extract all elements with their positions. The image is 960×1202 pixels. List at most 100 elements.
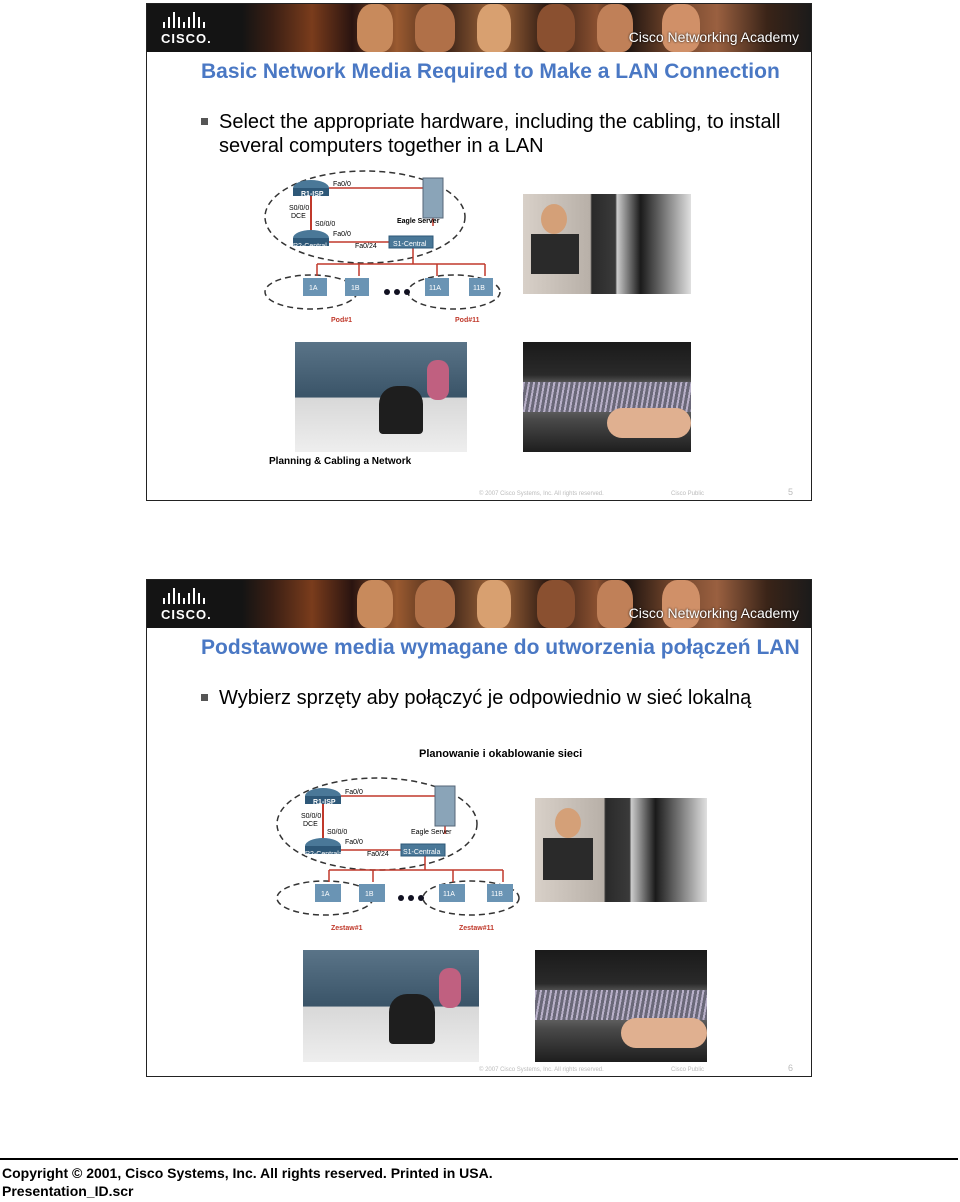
- photo-technician-rack: [523, 194, 691, 294]
- fa024-label: Fa0/24: [367, 851, 389, 858]
- page-footer-rule: [0, 1158, 958, 1160]
- banner-photo: [477, 4, 511, 52]
- fa00-label: Fa0/0: [333, 181, 351, 188]
- fa00-label: Fa0/0: [345, 789, 363, 796]
- server-label: Eagle Server: [397, 218, 440, 225]
- core-group-ellipse: [276, 777, 478, 871]
- photo-switch-patch-cables: [535, 950, 707, 1062]
- slide-title: Basic Network Media Required to Make a L…: [201, 60, 780, 83]
- photo-technician-rack: [535, 798, 707, 902]
- pod-right-label: Pod#11: [455, 317, 480, 324]
- bullet-item: Select the appropriate hardware, includi…: [201, 110, 801, 158]
- banner-photo: [597, 580, 633, 628]
- slide-title: Podstawowe media wymagane do utworzenia …: [201, 636, 800, 659]
- page-footer: Copyright © 2001, Cisco Systems, Inc. Al…: [2, 1164, 493, 1200]
- photo-office-cabling: [303, 950, 479, 1062]
- slide-banner: CISCO. Cisco Networking Academy: [147, 580, 811, 628]
- pc-icon: [425, 278, 449, 296]
- dce-label: DCE: [303, 821, 318, 828]
- pc-icon: [303, 278, 327, 296]
- banner-photo: [357, 4, 393, 52]
- photo-switch-patch-cables: [523, 342, 691, 452]
- page-copyright: Copyright © 2001, Cisco Systems, Inc. Al…: [2, 1165, 493, 1181]
- switch-icon: [400, 843, 446, 857]
- server-icon: [422, 177, 444, 219]
- s000-label: S0/0/0: [327, 829, 347, 836]
- bullet-square-icon: [201, 118, 208, 125]
- cisco-wordmark: CISCO.: [161, 607, 212, 622]
- footer-classification: Cisco Public: [671, 1067, 705, 1073]
- router-bottom-label: R2-Central: [293, 243, 327, 250]
- router-top-label: R1-ISP: [313, 799, 336, 806]
- photo-office-cabling: [295, 342, 467, 452]
- pc-1b-label: 1B: [365, 891, 374, 898]
- dce-label: DCE: [291, 213, 306, 220]
- cisco-logo: CISCO.: [161, 586, 221, 624]
- ellipsis-dot: [418, 895, 424, 901]
- network-diagram: R1-ISP Fa0/0 S0/0/0 DCE S0/0/0 Fa0/0 R2-…: [264, 170, 501, 324]
- pc-icon: [439, 884, 465, 902]
- switch-label: S1-Centrala: [403, 849, 440, 856]
- fa00-b-label: Fa0/0: [345, 839, 363, 846]
- banner-photo: [662, 4, 700, 52]
- footer-classification: Cisco Public: [671, 491, 705, 497]
- footer-copyright: © 2007 Cisco Systems, Inc. All rights re…: [479, 1067, 604, 1073]
- pc-icon: [359, 884, 385, 902]
- banner-photo: [477, 580, 511, 628]
- pc-1a-label: 1A: [321, 891, 330, 898]
- cisco-bars-icon: [163, 586, 221, 604]
- presentation-id: Presentation_ID.scr: [2, 1183, 134, 1199]
- bullet-square-icon: [201, 694, 208, 701]
- bullet-text: Select the appropriate hardware, includi…: [219, 111, 781, 157]
- academy-title: Cisco Networking Academy: [628, 605, 799, 621]
- server-label: Eagle Server: [411, 829, 452, 836]
- footer-copyright: © 2007 Cisco Systems, Inc. All rights re…: [479, 491, 604, 497]
- image-caption: Planowanie i okablowanie sieci: [419, 748, 583, 760]
- academy-title: Cisco Networking Academy: [628, 29, 799, 45]
- pc-1b-label: 1B: [351, 285, 360, 292]
- slide-number: 5: [787, 487, 793, 497]
- router-top-label: R1-ISP: [301, 191, 324, 198]
- banner-photo: [597, 4, 633, 52]
- switch-label: S1-Central: [393, 241, 427, 248]
- router-bottom-label: R2-Centrala: [305, 851, 343, 858]
- ellipsis-dot: [394, 289, 400, 295]
- cisco-wordmark: CISCO.: [161, 31, 212, 46]
- s000-dce-label: S0/0/0: [289, 205, 309, 212]
- s000-dce-label: S0/0/0: [301, 813, 321, 820]
- fa00-b-label: Fa0/0: [333, 231, 351, 238]
- ellipsis-dot: [404, 289, 410, 295]
- pc-icon: [315, 884, 341, 902]
- pod-left-label: Pod#1: [331, 317, 352, 324]
- banner-photo: [662, 580, 700, 628]
- slide-6: CISCO. Cisco Networking Academy Podstawo…: [146, 579, 812, 1077]
- pc-icon: [345, 278, 369, 296]
- ellipsis-dot: [398, 895, 404, 901]
- cisco-bars-icon: [163, 10, 221, 28]
- image-caption: Planning & Cabling a Network: [269, 456, 412, 467]
- bullet-text: Wybierz sprzęty aby połączyć je odpowied…: [219, 687, 752, 709]
- slide-number: 6: [787, 1063, 793, 1073]
- slide-banner: CISCO. Cisco Networking Academy: [147, 4, 811, 52]
- banner-photo: [415, 4, 455, 52]
- pc-icon: [487, 884, 513, 902]
- server-icon: [434, 785, 456, 827]
- pc-icon: [469, 278, 493, 296]
- pc-11b-label: 11B: [473, 285, 485, 292]
- banner-photo: [415, 580, 455, 628]
- pc-1a-label: 1A: [309, 285, 318, 292]
- bullet-item: Wybierz sprzęty aby połączyć je odpowied…: [201, 686, 801, 710]
- network-diagram: R1-ISP Fa0/0 S0/0/0 DCE S0/0/0 Fa0/0 R2-…: [276, 777, 520, 932]
- ellipsis-dot: [384, 289, 390, 295]
- slide-5: CISCO. Cisco Networking Academy Basic Ne…: [146, 3, 812, 501]
- pod-left-label: Zestaw#1: [331, 925, 363, 932]
- banner-photo: [357, 580, 393, 628]
- cisco-logo: CISCO.: [161, 10, 221, 48]
- switch-icon: [388, 235, 434, 249]
- core-group-ellipse: [264, 170, 466, 264]
- fa024-label: Fa0/24: [355, 243, 377, 250]
- banner-photo: [537, 580, 575, 628]
- pc-11a-label: 11A: [443, 891, 455, 898]
- banner-photo: [537, 4, 575, 52]
- pod-right-ellipse: [422, 880, 520, 916]
